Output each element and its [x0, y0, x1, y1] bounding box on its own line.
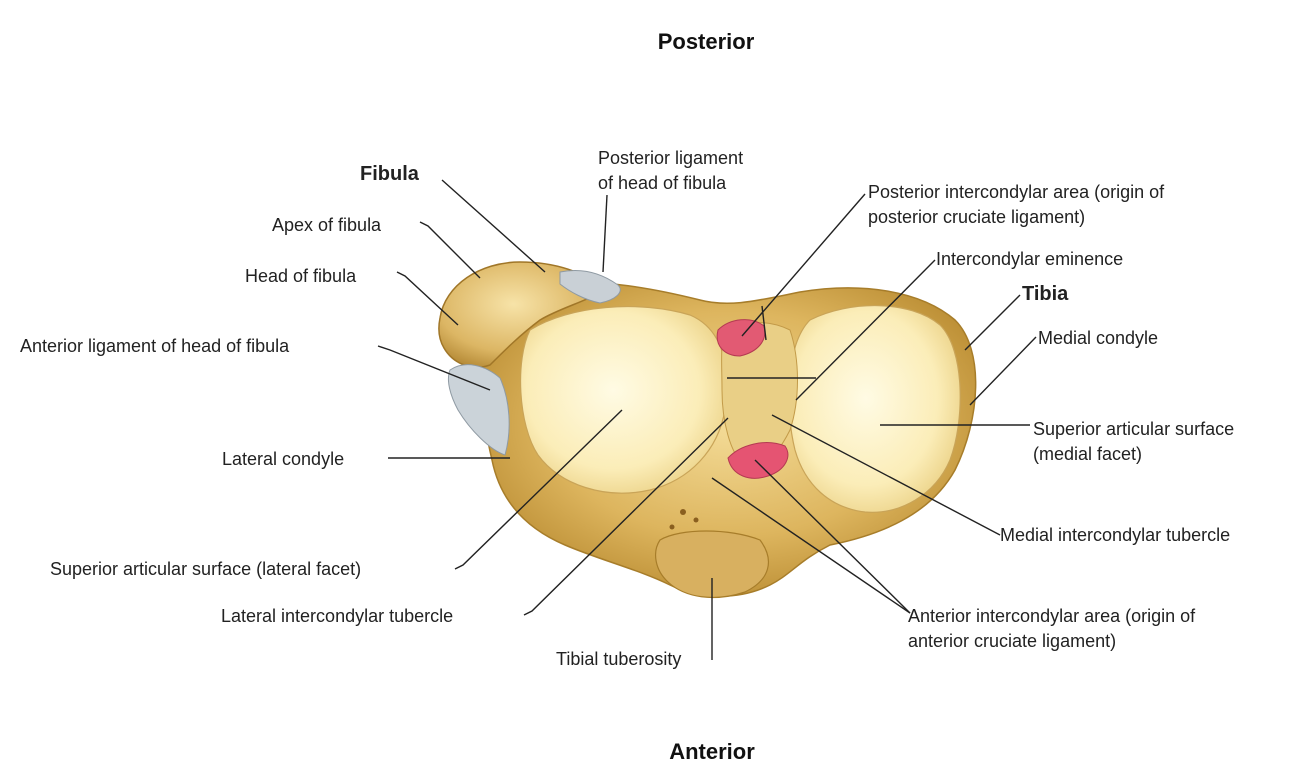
anterior-ligament-shape [448, 365, 509, 455]
label-posterior-ligament-line1: Posterior ligament [598, 148, 743, 168]
bone-illustration [439, 262, 976, 597]
pit [694, 518, 699, 523]
label-superior-articular-lateral: Superior articular surface (lateral face… [50, 559, 361, 579]
pit [680, 509, 686, 515]
label-lateral-intercondylar-tubercle: Lateral intercondylar tubercle [221, 606, 453, 626]
label-fibula: Fibula [360, 163, 420, 185]
label-anterior-intercondylar-line1: Anterior intercondylar area (origin of [908, 606, 1196, 626]
anterior-title: Anterior [669, 739, 755, 764]
label-posterior-intercondylar-line2: posterior cruciate ligament) [868, 207, 1085, 227]
label-lateral-condyle: Lateral condyle [222, 449, 344, 469]
label-intercondylar-eminence: Intercondylar eminence [936, 249, 1123, 269]
pit [670, 525, 675, 530]
label-posterior-ligament-line2: of head of fibula [598, 173, 727, 193]
label-tibia: Tibia [1022, 283, 1069, 305]
label-anterior-intercondylar-line2: anterior cruciate ligament) [908, 631, 1116, 651]
posterior-title: Posterior [658, 29, 755, 54]
lateral-facet-shape [521, 307, 727, 494]
label-apex-of-fibula: Apex of fibula [272, 215, 382, 235]
label-medial-condyle: Medial condyle [1038, 328, 1158, 348]
label-posterior-intercondylar-line1: Posterior intercondylar area (origin of [868, 182, 1165, 202]
medial-facet-shape [789, 306, 960, 513]
label-anterior-ligament: Anterior ligament of head of fibula [20, 336, 290, 356]
label-superior-articular-medial-line1: Superior articular surface [1033, 419, 1234, 439]
label-medial-intercondylar-tubercle: Medial intercondylar tubercle [1000, 525, 1230, 545]
label-tibial-tuberosity: Tibial tuberosity [556, 649, 681, 669]
label-head-of-fibula: Head of fibula [245, 266, 357, 286]
label-superior-articular-medial-line2: (medial facet) [1033, 444, 1142, 464]
